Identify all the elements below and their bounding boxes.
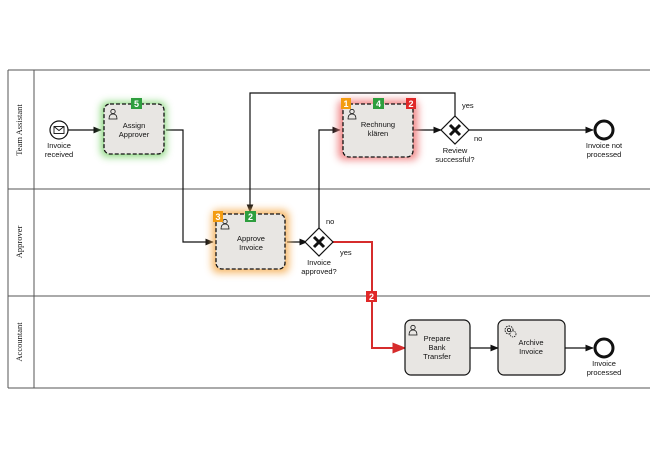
user-icon xyxy=(108,108,118,120)
badge-red xyxy=(406,98,416,109)
task-assign-approver-label-2: Approver xyxy=(119,130,150,139)
task-rechnung-klaeren[interactable] xyxy=(338,100,418,160)
flow-label-approved-yes: yes xyxy=(340,248,352,257)
lane-label-accountant: Accountant xyxy=(14,322,24,362)
task-approve-invoice[interactable] xyxy=(212,210,289,273)
task-assign-approver-label-1: Assign xyxy=(123,121,146,130)
task-prepare-bank-transfer[interactable] xyxy=(404,319,471,376)
task-assign-approver[interactable] xyxy=(101,102,166,157)
flow-label-approved-no: no xyxy=(326,217,334,226)
badge-rechnung-orange: 1 xyxy=(343,99,348,109)
end-event-processed[interactable] xyxy=(593,337,615,359)
task-prepare-label-1: Prepare xyxy=(424,334,451,343)
gateway-approved-label-2: approved? xyxy=(301,267,336,276)
badge-approve-green: 2 xyxy=(248,212,253,222)
gateway-invoice-approved[interactable] xyxy=(304,227,334,257)
task-prepare-label-2: Bank xyxy=(428,343,445,352)
task-approve-invoice-label-1: Approve xyxy=(237,234,265,243)
task-rechnung-label-1: Rechnung xyxy=(361,120,395,129)
start-event[interactable] xyxy=(49,120,69,140)
badge-green xyxy=(131,98,142,109)
task-archive-label-2: Invoice xyxy=(519,347,543,356)
lane-label-approver: Approver xyxy=(14,226,24,259)
user-icon xyxy=(347,108,357,120)
badge-rechnung-red: 2 xyxy=(408,99,413,109)
badge-green xyxy=(245,211,256,222)
pool xyxy=(7,69,650,389)
flow-approved-no-to-rechnung xyxy=(318,126,341,230)
lane-label-team-assistant: Team Assistant xyxy=(14,104,24,156)
gateway-review-successful[interactable] xyxy=(440,115,470,145)
end-not-processed-label-2: processed xyxy=(587,150,622,159)
gateway-review-label-2: successful? xyxy=(435,155,474,164)
start-event-label-1: Invoice xyxy=(47,141,71,150)
flow-label-review-no: no xyxy=(474,134,482,143)
badge-approve-orange: 3 xyxy=(215,212,220,222)
flow-assign-to-approve xyxy=(166,129,214,246)
message-icon xyxy=(53,126,65,134)
badge-orange xyxy=(213,211,223,222)
end-not-processed-label-1: Invoice not xyxy=(586,141,623,150)
exclusive-x-icon xyxy=(312,235,326,249)
end-processed-label-2: processed xyxy=(587,368,622,377)
badge-flow-red: 2 xyxy=(369,292,374,302)
exclusive-x-icon xyxy=(448,123,462,137)
gateway-approved-label-1: Invoice xyxy=(307,258,331,267)
user-icon xyxy=(408,324,418,336)
badge-red xyxy=(366,291,377,302)
gear-icon xyxy=(504,325,517,338)
end-event-not-processed[interactable] xyxy=(593,119,615,141)
start-event-label-2: received xyxy=(45,150,73,159)
task-archive-label-1: Archive xyxy=(518,338,543,347)
task-rechnung-label-2: klären xyxy=(368,129,388,138)
flow-review-yes-to-approve xyxy=(246,92,456,213)
badge-green xyxy=(373,98,384,109)
badge-orange xyxy=(341,98,351,109)
flow-label-review-yes: yes xyxy=(462,101,474,110)
badge-assign-approver: 5 xyxy=(134,99,139,109)
gateway-review-label-1: Review xyxy=(443,146,468,155)
sequence-flows xyxy=(68,92,594,352)
task-prepare-label-3: Transfer xyxy=(423,352,451,361)
task-approve-invoice-label-2: Invoice xyxy=(239,243,263,252)
badge-rechnung-green: 4 xyxy=(376,99,381,109)
end-processed-label-1: Invoice xyxy=(592,359,616,368)
